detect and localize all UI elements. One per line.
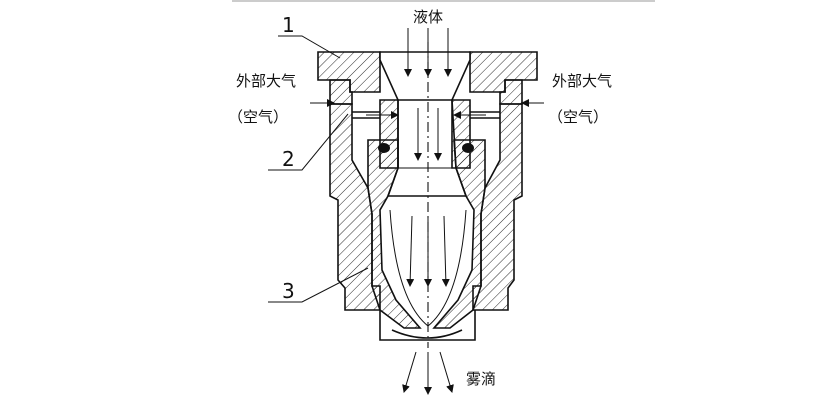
part-2-body (329, 79, 523, 311)
o-ring-right (462, 143, 474, 153)
droplets-label: 雾滴 (466, 370, 496, 388)
outlet-curve (391, 329, 463, 339)
liquid-arrows (404, 28, 452, 287)
outside-air-right-label-1: 外部大气 (552, 72, 612, 90)
outlet-tube (379, 310, 476, 341)
part-3-number: 3 (282, 279, 295, 303)
outside-air-left-label-2: （空气） (228, 108, 288, 126)
outside-air-right-label-2: （空气） (548, 108, 608, 126)
o-ring-left (378, 143, 390, 153)
part-3-inner (367, 99, 486, 329)
outside-air-left-label-1: 外部大气 (236, 72, 296, 90)
spray-arrows (402, 351, 454, 395)
leader-lines (268, 35, 369, 303)
air-arrows (310, 99, 544, 119)
part-1-number: 1 (282, 13, 295, 37)
part-2-number: 2 (282, 147, 295, 171)
liquid-label: 液体 (413, 8, 443, 26)
